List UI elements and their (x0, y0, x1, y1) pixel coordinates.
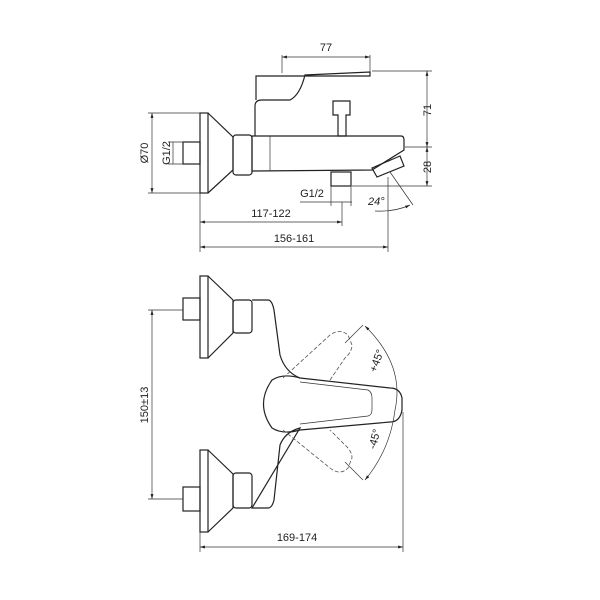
bath-outlet (330, 171, 352, 187)
cone-upper (207, 275, 234, 359)
dim-rotation-minus-label: -45° (367, 428, 384, 451)
lever-inner (299, 381, 373, 425)
cover-cone (207, 112, 234, 194)
dim-spout-angle (374, 171, 413, 212)
pipe-upper (182, 297, 201, 321)
spout-aerator (371, 155, 405, 178)
handle (254, 71, 371, 136)
ext-lines (148, 309, 183, 500)
dim-inlet-thread-label: G1/2 (161, 141, 173, 165)
dim-rotation-plus-label: +45° (368, 348, 387, 374)
dim-spout-distance-label: 156-161 (274, 233, 314, 245)
dim-diameter-label: Ø70 (139, 143, 151, 164)
cone-lower (207, 449, 234, 533)
ext-lines (281, 55, 371, 73)
dim-28-label: 28 (422, 161, 434, 173)
dim-inlet-thread (168, 141, 183, 165)
side-view: 77 71 28 Ø70 G1/2 G1/2 117-122 156-161 2… (139, 42, 434, 252)
dim-77-label: 77 (320, 42, 332, 54)
nut-lower (232, 472, 253, 509)
dim-rotation-arc (364, 325, 398, 481)
dim-centers-label: 150±13 (139, 387, 151, 424)
dim-outlet-thread (300, 186, 352, 206)
body (250, 299, 302, 509)
inlet-pipe (182, 141, 201, 165)
wall-plate-lower (199, 449, 209, 533)
ext-lines (352, 70, 432, 187)
top-view: +45° -45° 150±13 169-174 (139, 275, 404, 552)
lever-handle (262, 375, 403, 433)
nut-upper (232, 299, 253, 334)
dim-71-label: 71 (422, 104, 434, 116)
wall-plate (199, 112, 209, 194)
wall-plate-upper (199, 275, 209, 359)
body (251, 135, 405, 172)
dim-outlet-thread-label: G1/2 (300, 188, 324, 200)
lever-rotated-plus (282, 331, 353, 381)
pipe-lower (182, 486, 201, 512)
angle-lines (344, 324, 364, 481)
ext-lines (148, 112, 200, 194)
diverter-knob (332, 100, 351, 137)
dim-depth-label: 169-174 (277, 532, 317, 544)
ext-lines (199, 412, 404, 552)
dim-outlet-distance-label: 117-122 (251, 208, 291, 220)
lever-rotated-minus (282, 429, 353, 473)
dim-spout-angle-label: 24° (367, 196, 385, 208)
nut (232, 134, 253, 176)
